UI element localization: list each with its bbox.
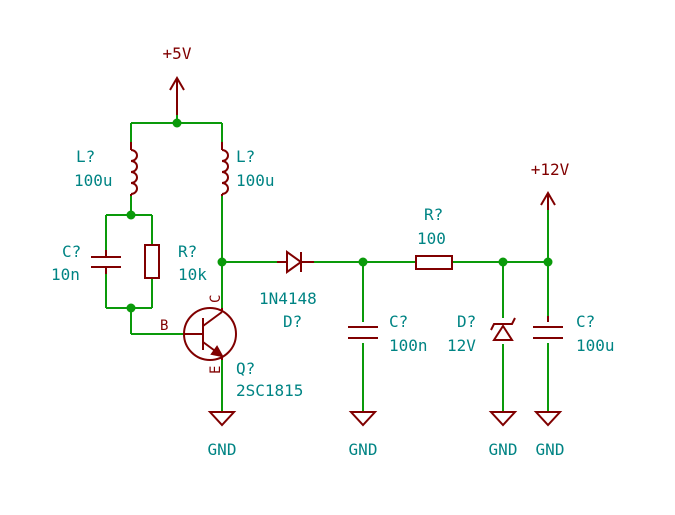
junction-top [172, 118, 182, 128]
wires [105, 115, 549, 412]
label-l2-ref: L? [236, 147, 255, 166]
capacitor-c1-symbol [91, 250, 121, 274]
junctions [126, 118, 553, 313]
resistor-r2-symbol [415, 255, 453, 270]
label-r1-ref: R? [178, 242, 197, 261]
label-q-pin-b: B [160, 318, 168, 334]
gnd-symbol-d2 [488, 411, 518, 427]
junction-d2 [498, 257, 508, 267]
gnd-symbol-c2 [348, 411, 378, 427]
gnd-symbol-q [207, 411, 237, 427]
power-5v-symbol [169, 76, 185, 115]
label-gnd-d2: GND [489, 440, 518, 459]
power-12v-symbol [540, 191, 556, 210]
label-c3-ref: C? [576, 312, 595, 331]
label-c2-ref: C? [389, 312, 408, 331]
label-l1-ref: L? [76, 147, 95, 166]
inductor-l2-symbol [221, 142, 229, 196]
junction-collector [217, 257, 227, 267]
labels: +5V +12V L? 100u L? 100u C? 10n R? 10k B… [51, 44, 615, 459]
label-d2-ref: D? [457, 312, 476, 331]
label-l1-val: 100u [74, 171, 113, 190]
inductor-l1-symbol [130, 142, 138, 196]
label-gnd-c3: GND [536, 440, 565, 459]
label-gnd-q: GND [208, 440, 237, 459]
label-pwr-5v: +5V [163, 44, 192, 63]
label-q-pin-e: E [208, 366, 224, 374]
label-c3-val: 100u [576, 336, 615, 355]
label-r2-ref: R? [424, 205, 443, 224]
label-d1-ref: D? [283, 312, 302, 331]
junction-c2 [358, 257, 368, 267]
gnd-symbol-c3 [533, 411, 563, 427]
label-r1-val: 10k [178, 265, 207, 284]
junction-tank-top [126, 210, 136, 220]
junction-out [543, 257, 553, 267]
label-gnd-c2: GND [349, 440, 378, 459]
label-q-ref: Q? [236, 359, 255, 378]
label-c1-val: 10n [51, 265, 80, 284]
label-d2-val: 12V [447, 336, 476, 355]
capacitor-c3-symbol [533, 316, 563, 339]
capacitor-c2-symbol [348, 326, 378, 339]
resistor-r1-symbol [144, 244, 160, 279]
zener-d2-symbol [490, 317, 516, 341]
label-l2-val: 100u [236, 171, 275, 190]
diode-d1-symbol [277, 250, 314, 274]
label-q-pin-c: C [208, 295, 224, 303]
label-pwr-12v: +12V [531, 160, 570, 179]
label-r2-val: 100 [417, 229, 446, 248]
transistor-q-symbol [183, 307, 237, 361]
junction-tank-bottom [126, 303, 136, 313]
label-q-val: 2SC1815 [236, 381, 303, 400]
label-d1-val: 1N4148 [259, 289, 317, 308]
label-c1-ref: C? [62, 242, 81, 261]
label-c2-val: 100n [389, 336, 428, 355]
